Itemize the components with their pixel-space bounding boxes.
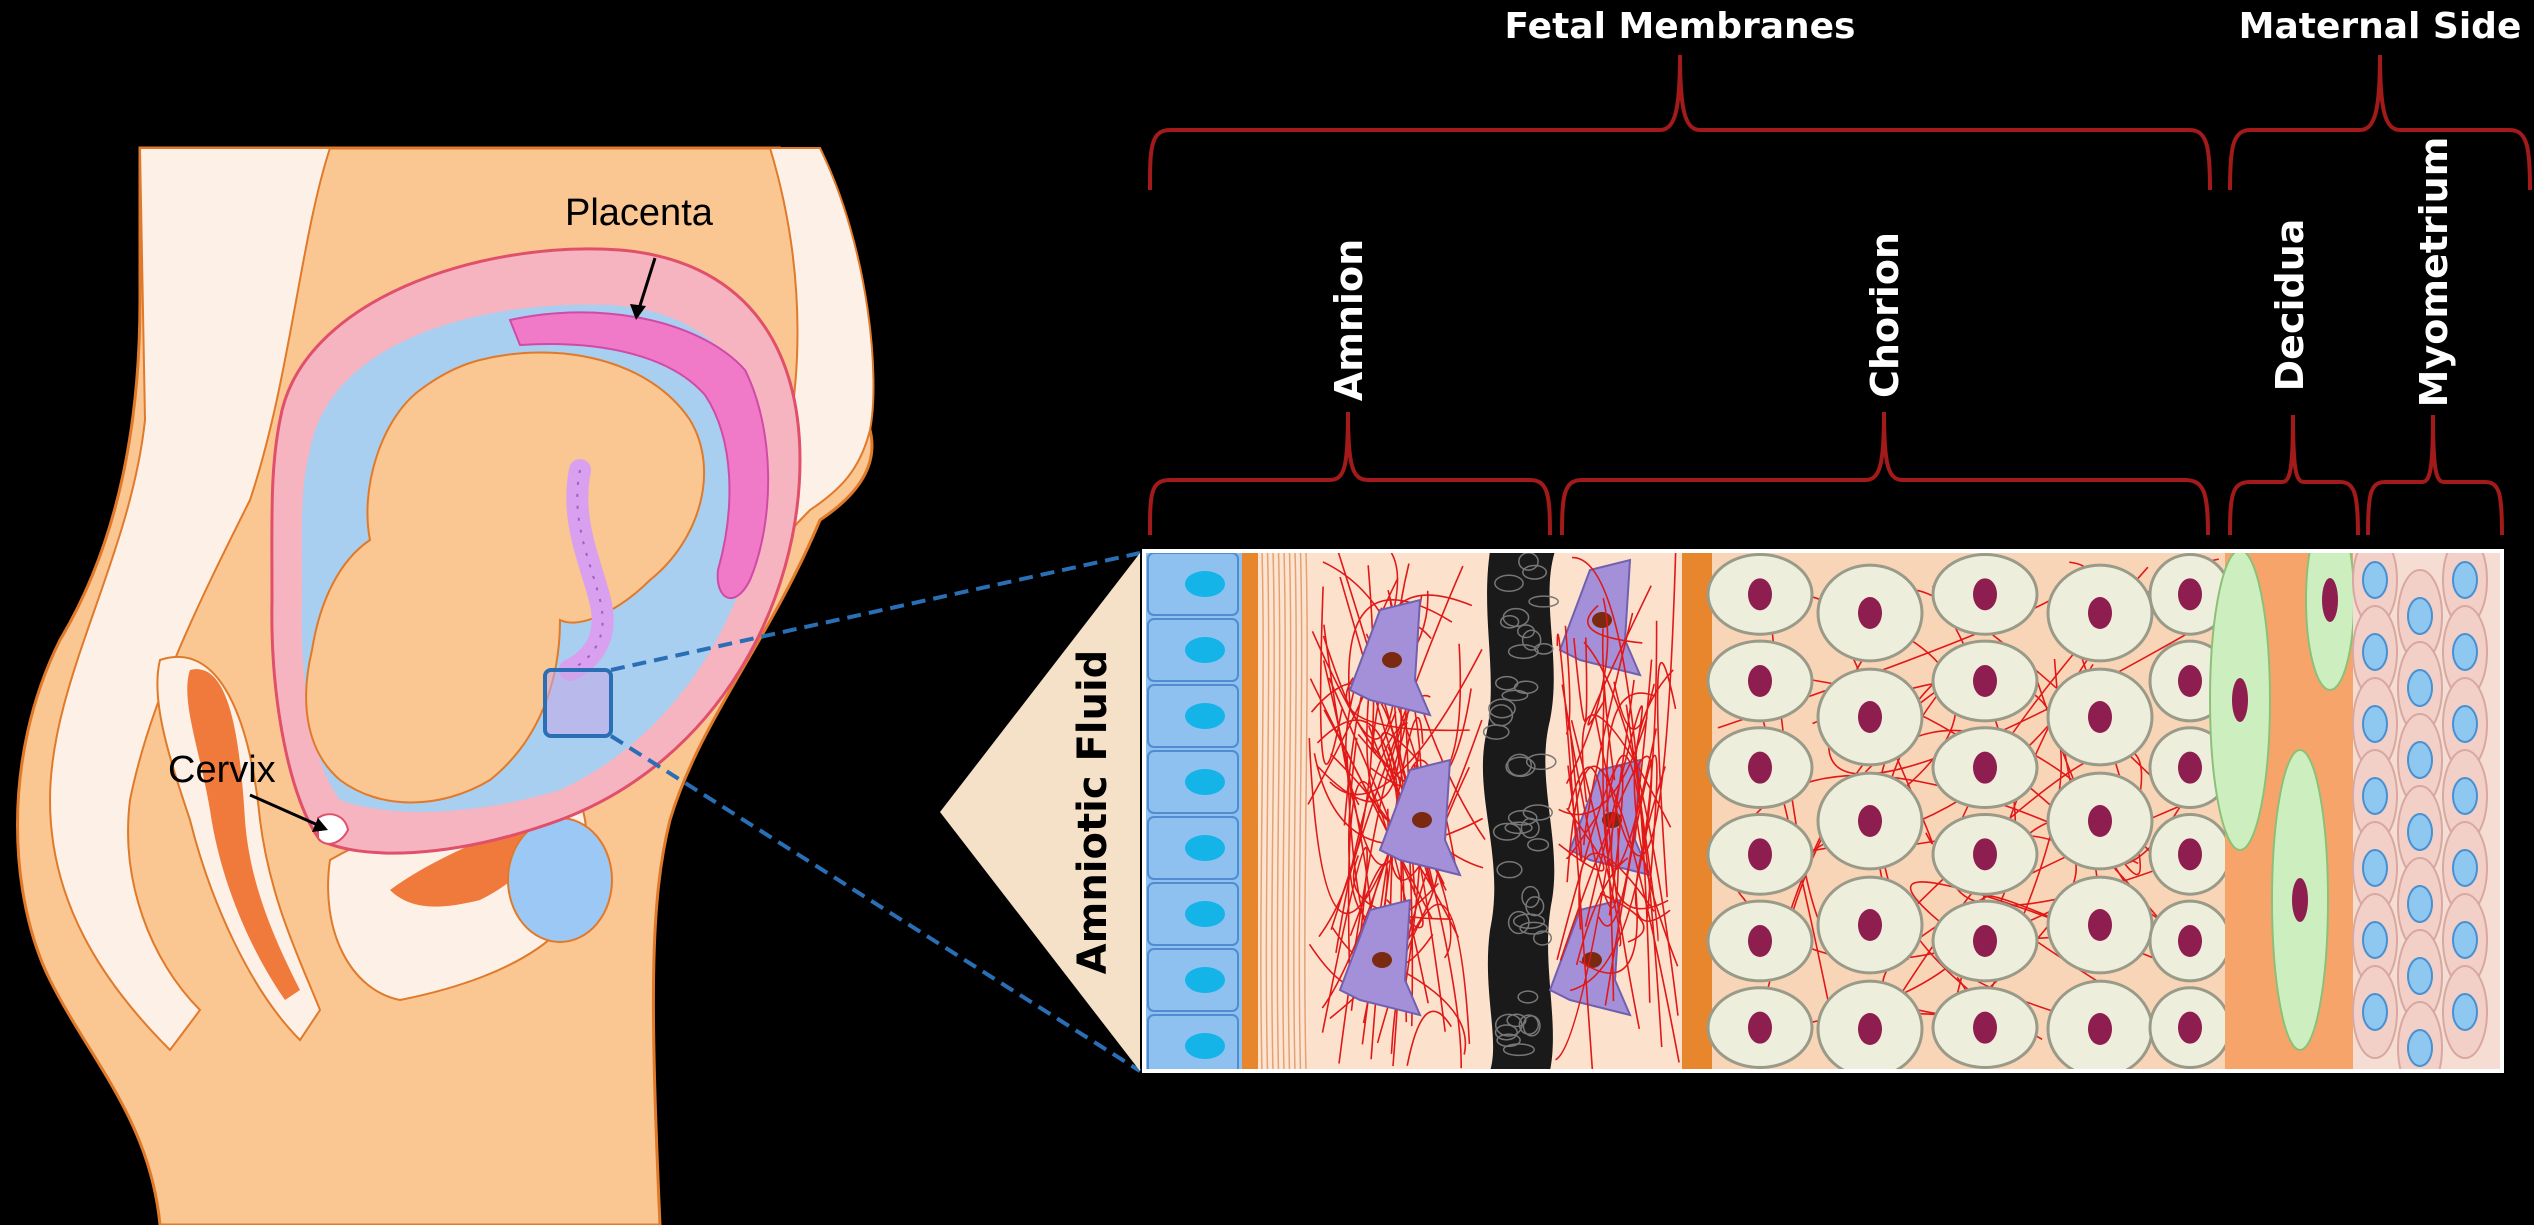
trophoblast-nucleus: [1858, 1013, 1882, 1045]
myometrial-nucleus: [2408, 670, 2432, 706]
decidua-label: Decidua: [2268, 219, 2312, 392]
trophoblast-nucleus: [1973, 578, 1997, 610]
myometrial-nucleus: [2408, 1030, 2432, 1066]
trophoblast-nucleus: [1748, 1012, 1772, 1044]
amniotic-fluid-label: Amniotic Fluid: [1070, 650, 1116, 975]
trophoblast-nucleus: [1858, 701, 1882, 733]
trophoblast-nucleus: [2088, 909, 2112, 941]
decidual-nucleus: [2292, 878, 2308, 922]
myometrial-nucleus: [2363, 922, 2387, 958]
myometrial-nucleus: [2453, 706, 2477, 742]
epithelial-nucleus: [1185, 967, 1225, 993]
myometrial-nucleus: [2408, 814, 2432, 850]
epithelial-nucleus: [1185, 637, 1225, 663]
epithelial-nucleus: [1185, 1033, 1225, 1059]
trophoblast-nucleus: [2088, 1013, 2112, 1045]
epithelial-nucleus: [1185, 901, 1225, 927]
trophoblast-nucleus: [1748, 838, 1772, 870]
trophoblast-layer: [1708, 551, 2230, 1077]
trophoblast-nucleus: [1858, 909, 1882, 941]
placenta-label: Placenta: [565, 192, 714, 234]
myometrial-nucleus: [2408, 742, 2432, 778]
myometrial-nucleus: [2363, 706, 2387, 742]
epithelial-nucleus: [1185, 769, 1225, 795]
trophoblast-nucleus: [1748, 578, 1772, 610]
trophoblast-nucleus: [2178, 752, 2202, 784]
fibroblast-nucleus: [1372, 952, 1392, 968]
epithelial-nucleus: [1185, 703, 1225, 729]
fibroblast-nucleus: [1592, 612, 1612, 628]
trophoblast-nucleus: [2178, 925, 2202, 957]
fibroblast-nucleus: [1412, 812, 1432, 828]
trophoblast-nucleus: [1858, 597, 1882, 629]
myometrial-nucleus: [2453, 994, 2477, 1030]
myometrial-nucleus: [2363, 634, 2387, 670]
cervix-label: Cervix: [168, 749, 276, 791]
trophoblast-nucleus: [1973, 925, 1997, 957]
decidual-nucleus: [2322, 578, 2338, 622]
trophoblast-nucleus: [1973, 752, 1997, 784]
myometrial-nucleus: [2453, 778, 2477, 814]
myometrial-nucleus: [2453, 850, 2477, 886]
chorion-basement-membrane: [1682, 551, 1712, 1071]
amnion-label: Amnion: [1327, 239, 1371, 401]
basement-membrane: [1242, 551, 1258, 1071]
trophoblast-nucleus: [2178, 1012, 2202, 1044]
tissue-section: [1144, 510, 2502, 1094]
fetal-membranes-label: Fetal Membranes: [1505, 6, 1856, 47]
zoom-box: [545, 670, 611, 736]
amnion-epithelium: [1144, 551, 1242, 1077]
myometrial-nucleus: [2408, 598, 2432, 634]
myometrial-nucleus: [2363, 562, 2387, 598]
compact-layer: [1258, 551, 1308, 1071]
trophoblast-nucleus: [1748, 665, 1772, 697]
decidua-layer: [2210, 510, 2354, 1071]
epithelial-nucleus: [1185, 571, 1225, 597]
bladder: [508, 818, 612, 942]
myometrium-layer: [2353, 534, 2502, 1094]
trophoblast-nucleus: [2178, 578, 2202, 610]
trophoblast-nucleus: [1748, 925, 1772, 957]
trophoblast-nucleus: [1973, 1012, 1997, 1044]
fibroblast-nucleus: [1382, 652, 1402, 668]
trophoblast-nucleus: [2178, 838, 2202, 870]
myometrial-nucleus: [2363, 994, 2387, 1030]
myometrial-nucleus: [2408, 886, 2432, 922]
trophoblast-nucleus: [2088, 597, 2112, 629]
myometrial-nucleus: [2453, 634, 2477, 670]
trophoblast-nucleus: [1973, 838, 1997, 870]
trophoblast-nucleus: [1748, 752, 1772, 784]
myometrial-nucleus: [2363, 850, 2387, 886]
myometrial-nucleus: [2453, 922, 2477, 958]
trophoblast-nucleus: [2178, 665, 2202, 697]
myometrial-nucleus: [2408, 958, 2432, 994]
maternal-side-label: Maternal Side: [2239, 6, 2522, 47]
trophoblast-nucleus: [1858, 805, 1882, 837]
myometrial-nucleus: [2363, 778, 2387, 814]
chorion-label: Chorion: [1863, 232, 1907, 398]
trophoblast-nucleus: [2088, 805, 2112, 837]
myometrium-label: Myometrium: [2412, 137, 2456, 408]
trophoblast-nucleus: [2088, 701, 2112, 733]
trophoblast-nucleus: [1973, 665, 1997, 697]
myometrial-nucleus: [2453, 562, 2477, 598]
epithelial-nucleus: [1185, 835, 1225, 861]
decidual-nucleus: [2232, 678, 2248, 722]
